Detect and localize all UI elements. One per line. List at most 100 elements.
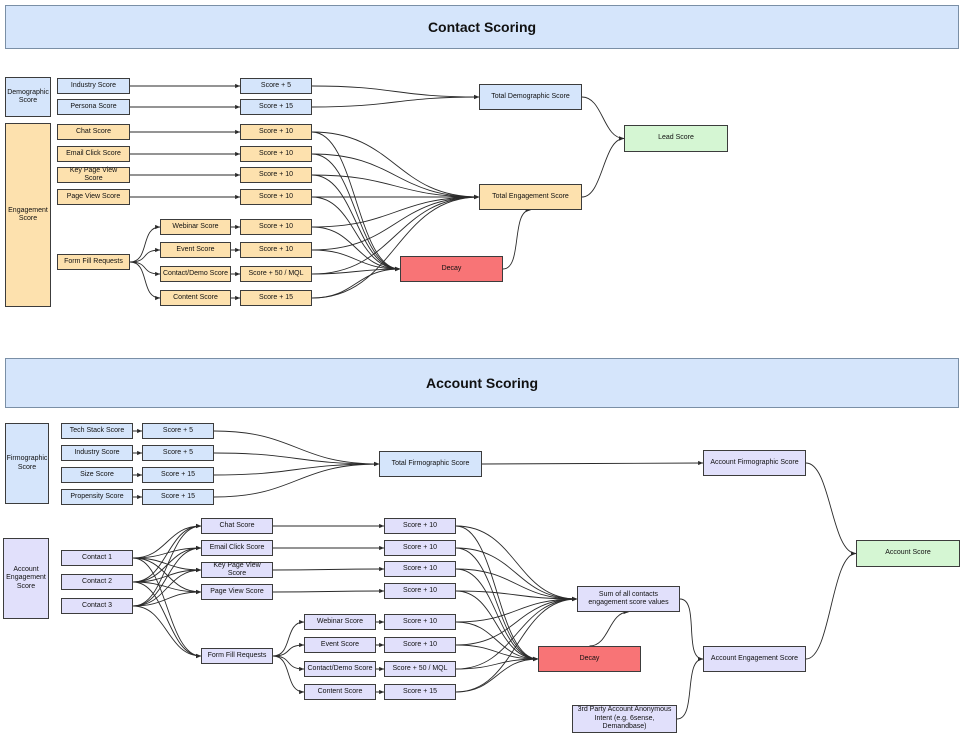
contact-contact-demo-value: Score + 50 / MQL <box>240 266 312 282</box>
contact-email-click-value: Score + 10 <box>240 146 312 162</box>
edge-a-ffr-to-a-web <box>272 619 305 657</box>
edge-a-cd-v-to-a-decay <box>455 656 539 670</box>
edge-c-per-v-to-c-tdemo <box>311 94 480 108</box>
contact-key-page-view-value: Score + 10 <box>240 167 312 183</box>
edge-c-evt-v-to-c-teng <box>311 194 480 251</box>
edge-a-c3-to-a-chat <box>132 523 202 607</box>
edge-a-pv-to-a-pv-v <box>272 588 385 594</box>
account-score: Account Score <box>856 540 960 567</box>
edge-c-cont-v-to-c-decay <box>311 266 401 299</box>
account-email-click-value: Score + 10 <box>384 540 456 556</box>
account-contact-demo-value: Score + 50 / MQL <box>384 661 456 677</box>
edge-a-cont-v-to-a-decay <box>455 656 539 693</box>
edge-a-c2-to-a-ffr <box>132 581 202 659</box>
edge-a-c3-to-a-ffr <box>132 605 202 659</box>
contact-key-page-view-score: Key Page View Score <box>57 167 130 183</box>
account-chat-score: Chat Score <box>201 518 273 534</box>
edge-a-c2-to-a-kpv <box>132 567 202 583</box>
edge-c-ind-v-to-c-tdemo <box>311 85 480 100</box>
edge-a-c1-to-a-email <box>132 545 202 559</box>
edge-a-c3-to-a-kpv <box>132 567 202 607</box>
edge-a-web-v-to-a-decay <box>455 621 539 662</box>
account-key-page-view-score: Key Page View Score <box>201 562 273 578</box>
account-form-fill-requests: Form Fill Requests <box>201 648 273 664</box>
account-engagement-score-group: Account Engagement Score <box>3 538 49 619</box>
edge-a-web-v-to-a-sum <box>455 596 578 623</box>
account-scoring-title: Account Scoring <box>5 358 959 408</box>
edge-c-email-v-to-c-decay <box>311 153 401 272</box>
edge-a-evt-v-to-a-sum <box>455 596 578 646</box>
demographic-score-group: Demographic Score <box>5 77 51 117</box>
contact-persona-value: Score + 15 <box>240 99 312 115</box>
contact-page-view-value: Score + 10 <box>240 189 312 205</box>
account-size-value: Score + 15 <box>142 467 214 483</box>
edge-c-web-v-to-c-teng <box>311 194 480 228</box>
account-chat-value: Score + 10 <box>384 518 456 534</box>
contact-persona-score: Persona Score <box>57 99 130 115</box>
edge-a-decay-to-a-sum <box>589 609 629 647</box>
edge-a-c1-to-a-kpv <box>132 557 202 573</box>
firmographic-score-group: Firmographic Score <box>5 423 49 504</box>
contact-form-fill-requests: Form Fill Requests <box>57 254 130 270</box>
total-firmographic-score: Total Firmographic Score <box>379 451 482 477</box>
account-event-score: Event Score <box>304 637 376 653</box>
edge-a-pv-v-to-a-decay <box>455 590 539 662</box>
contact-2: Contact 2 <box>61 574 133 590</box>
edge-a-tech-v-to-a-tfirm <box>213 430 380 467</box>
edge-a-c3-to-a-email <box>132 545 202 607</box>
account-contact-demo-score: Contact/Demo Score <box>304 661 376 677</box>
edge-a-evt-v-to-a-decay <box>455 644 539 662</box>
edge-a-ffr-to-a-evt <box>272 642 305 657</box>
lead-score: Lead Score <box>624 125 728 152</box>
edge-c-web-v-to-c-decay <box>311 226 401 272</box>
contact-email-click-score: Email Click Score <box>57 146 130 162</box>
contact-1: Contact 1 <box>61 550 133 566</box>
edge-a-chat-v-to-a-decay <box>455 525 539 662</box>
edge-a-pv-v-to-a-sum <box>455 590 578 602</box>
edge-a-afirm-to-a-score <box>805 462 857 556</box>
engagement-score-group: Engagement Score <box>5 123 51 307</box>
account-webinar-score: Webinar Score <box>304 614 376 630</box>
contact-decay: Decay <box>400 256 503 282</box>
total-demographic-score: Total Demographic Score <box>479 84 582 110</box>
account-page-view-value: Score + 10 <box>384 583 456 599</box>
account-propensity-value: Score + 15 <box>142 489 214 505</box>
edge-a-ffr-to-a-cd <box>272 655 305 672</box>
account-size-score: Size Score <box>61 467 133 483</box>
edge-c-pv-v-to-c-decay <box>311 196 401 272</box>
account-engagement-score: Account Engagement Score <box>703 646 806 672</box>
edge-c-kpv-v-to-c-teng <box>311 174 480 200</box>
edge-a-c3-to-a-pv <box>132 589 202 607</box>
account-tech-stack-score: Tech Stack Score <box>61 423 133 439</box>
edge-a-kpv-v-to-a-decay <box>455 568 539 662</box>
edge-a-c2-to-a-email <box>132 545 202 583</box>
account-content-value: Score + 15 <box>384 684 456 700</box>
contact-chat-score: Chat Score <box>57 124 130 140</box>
contact-industry-value: Score + 5 <box>240 78 312 94</box>
edge-c-cont-v-to-c-teng <box>311 194 480 299</box>
account-content-score: Content Score <box>304 684 376 700</box>
account-page-view-score: Page View Score <box>201 584 273 600</box>
edge-c-tdemo-to-c-lead <box>581 96 625 141</box>
contact-industry-score: Industry Score <box>57 78 130 94</box>
account-event-value: Score + 10 <box>384 637 456 653</box>
edge-a-c2-to-a-chat <box>132 523 202 583</box>
edge-a-email-v-to-a-sum <box>455 547 578 602</box>
contact-page-view-score: Page View Score <box>57 189 130 205</box>
edge-c-chat-v-to-c-teng <box>311 131 480 200</box>
edge-a-kpv-to-a-kpv-v <box>272 566 385 572</box>
contact-event-value: Score + 10 <box>240 242 312 258</box>
edge-c-ffr-to-c-cd <box>129 261 161 277</box>
contact-contact-demo-score: Contact/Demo Score <box>160 266 231 282</box>
edge-c-email-v-to-c-teng <box>311 153 480 200</box>
edge-c-kpv-v-to-c-decay <box>311 174 401 272</box>
contact-chat-value: Score + 10 <box>240 124 312 140</box>
total-engagement-score: Total Engagement Score <box>479 184 582 210</box>
account-industry-value: Score + 5 <box>142 445 214 461</box>
edge-a-chat-v-to-a-sum <box>455 525 578 602</box>
contact-webinar-value: Score + 10 <box>240 219 312 235</box>
edge-a-c2-to-a-pv <box>132 581 202 595</box>
edge-c-decay-to-c-teng <box>502 207 531 270</box>
account-key-page-view-value: Score + 10 <box>384 561 456 577</box>
edge-a-ffr-to-a-cont <box>272 655 305 695</box>
